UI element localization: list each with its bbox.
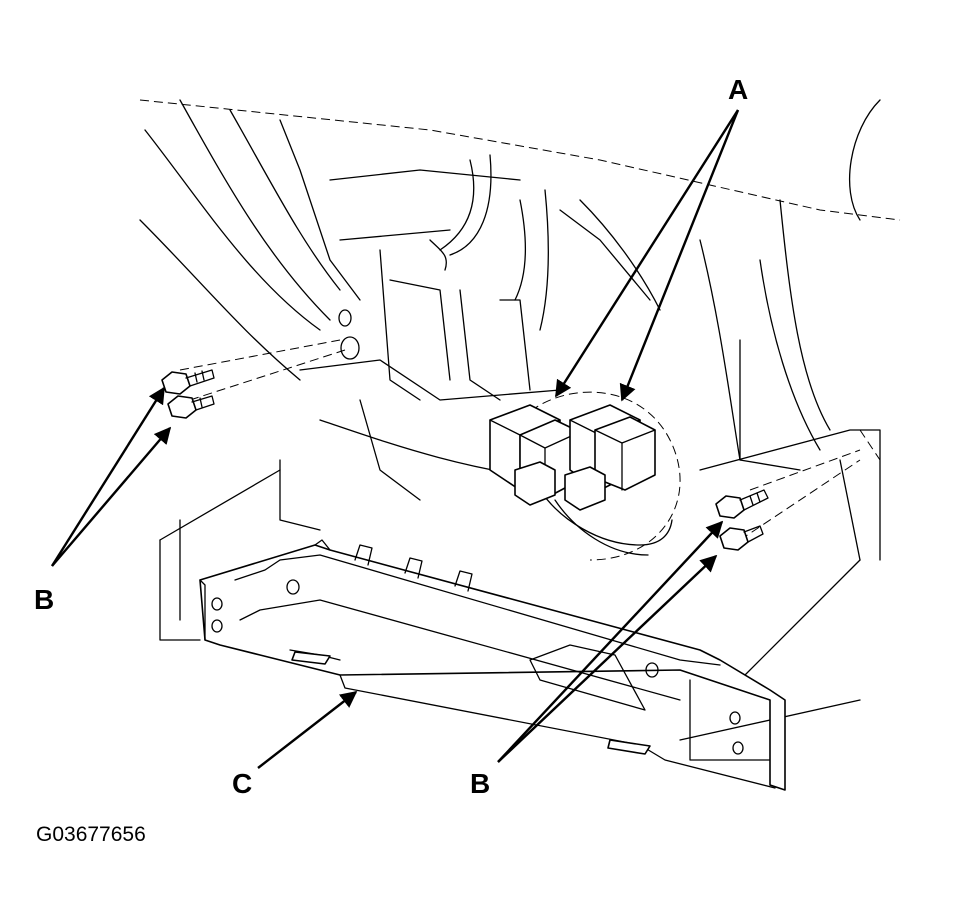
callout-c: C (232, 768, 253, 799)
right-bolts (715, 489, 769, 551)
leader-arrows (50, 109, 740, 769)
figure-code: G03677656 (36, 823, 146, 846)
bracket (199, 539, 786, 791)
callout-a: A (728, 74, 749, 105)
callout-b-right: B (470, 768, 491, 799)
relay-assembly (489, 391, 681, 561)
left-bolts (161, 369, 215, 419)
callout-b-left: B (34, 584, 55, 615)
